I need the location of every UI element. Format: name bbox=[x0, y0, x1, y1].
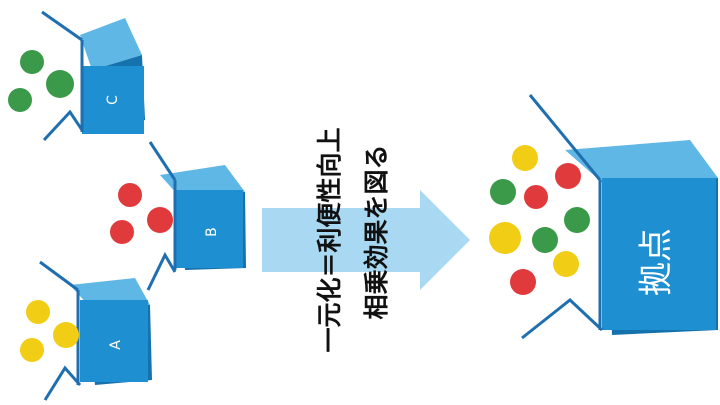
box-c-flap-top bbox=[41, 10, 83, 42]
hub-flap-bottom bbox=[521, 298, 604, 340]
box-c-label: C bbox=[105, 95, 121, 105]
hub-box-front bbox=[602, 178, 716, 330]
hub-box-top bbox=[565, 140, 718, 185]
box-c: C bbox=[8, 10, 145, 142]
box-b-top bbox=[160, 165, 245, 195]
ball-green bbox=[8, 88, 32, 112]
ball-green bbox=[20, 50, 44, 74]
box-b-label: B bbox=[204, 227, 220, 237]
ball-green bbox=[490, 179, 516, 205]
arrow-caption-line1: 一元化＝利便性向上 bbox=[315, 127, 344, 352]
ball-red bbox=[555, 163, 581, 189]
box-c-top bbox=[80, 18, 142, 70]
ball-yellow bbox=[553, 251, 579, 277]
box-a-front bbox=[80, 300, 148, 382]
ball-green bbox=[564, 207, 590, 233]
box-c-front bbox=[82, 66, 144, 134]
hub-flap-top bbox=[528, 94, 602, 181]
consolidation-arrow bbox=[262, 190, 470, 290]
ball-yellow bbox=[489, 222, 521, 254]
box-b-front bbox=[175, 190, 243, 268]
ball-yellow bbox=[26, 300, 50, 324]
box-b: B bbox=[110, 141, 246, 291]
ball-red bbox=[110, 220, 134, 244]
arrow-caption-line2: 相乗効果を図る bbox=[362, 144, 391, 319]
ball-yellow bbox=[53, 322, 79, 348]
ball-yellow bbox=[20, 338, 44, 362]
box-a-label: A bbox=[108, 340, 124, 350]
box-b-flap-bottom bbox=[146, 251, 177, 291]
box-a-flap-top bbox=[39, 260, 79, 292]
box-c-flap-bottom bbox=[42, 109, 84, 142]
box-a: A bbox=[20, 260, 152, 401]
ball-green bbox=[532, 227, 558, 253]
box-a-flap-bottom bbox=[43, 365, 82, 401]
box-b-flap-top bbox=[148, 141, 177, 181]
arrow-shape bbox=[262, 190, 470, 290]
ball-red bbox=[510, 269, 536, 295]
ball-red bbox=[524, 185, 548, 209]
box-a-top bbox=[70, 278, 150, 305]
ball-red bbox=[118, 183, 142, 207]
ball-red bbox=[147, 207, 173, 233]
hub-label: 拠点 bbox=[637, 228, 677, 296]
hub-box: 拠点 bbox=[489, 94, 718, 340]
ball-yellow bbox=[512, 145, 538, 171]
ball-green bbox=[46, 70, 74, 98]
